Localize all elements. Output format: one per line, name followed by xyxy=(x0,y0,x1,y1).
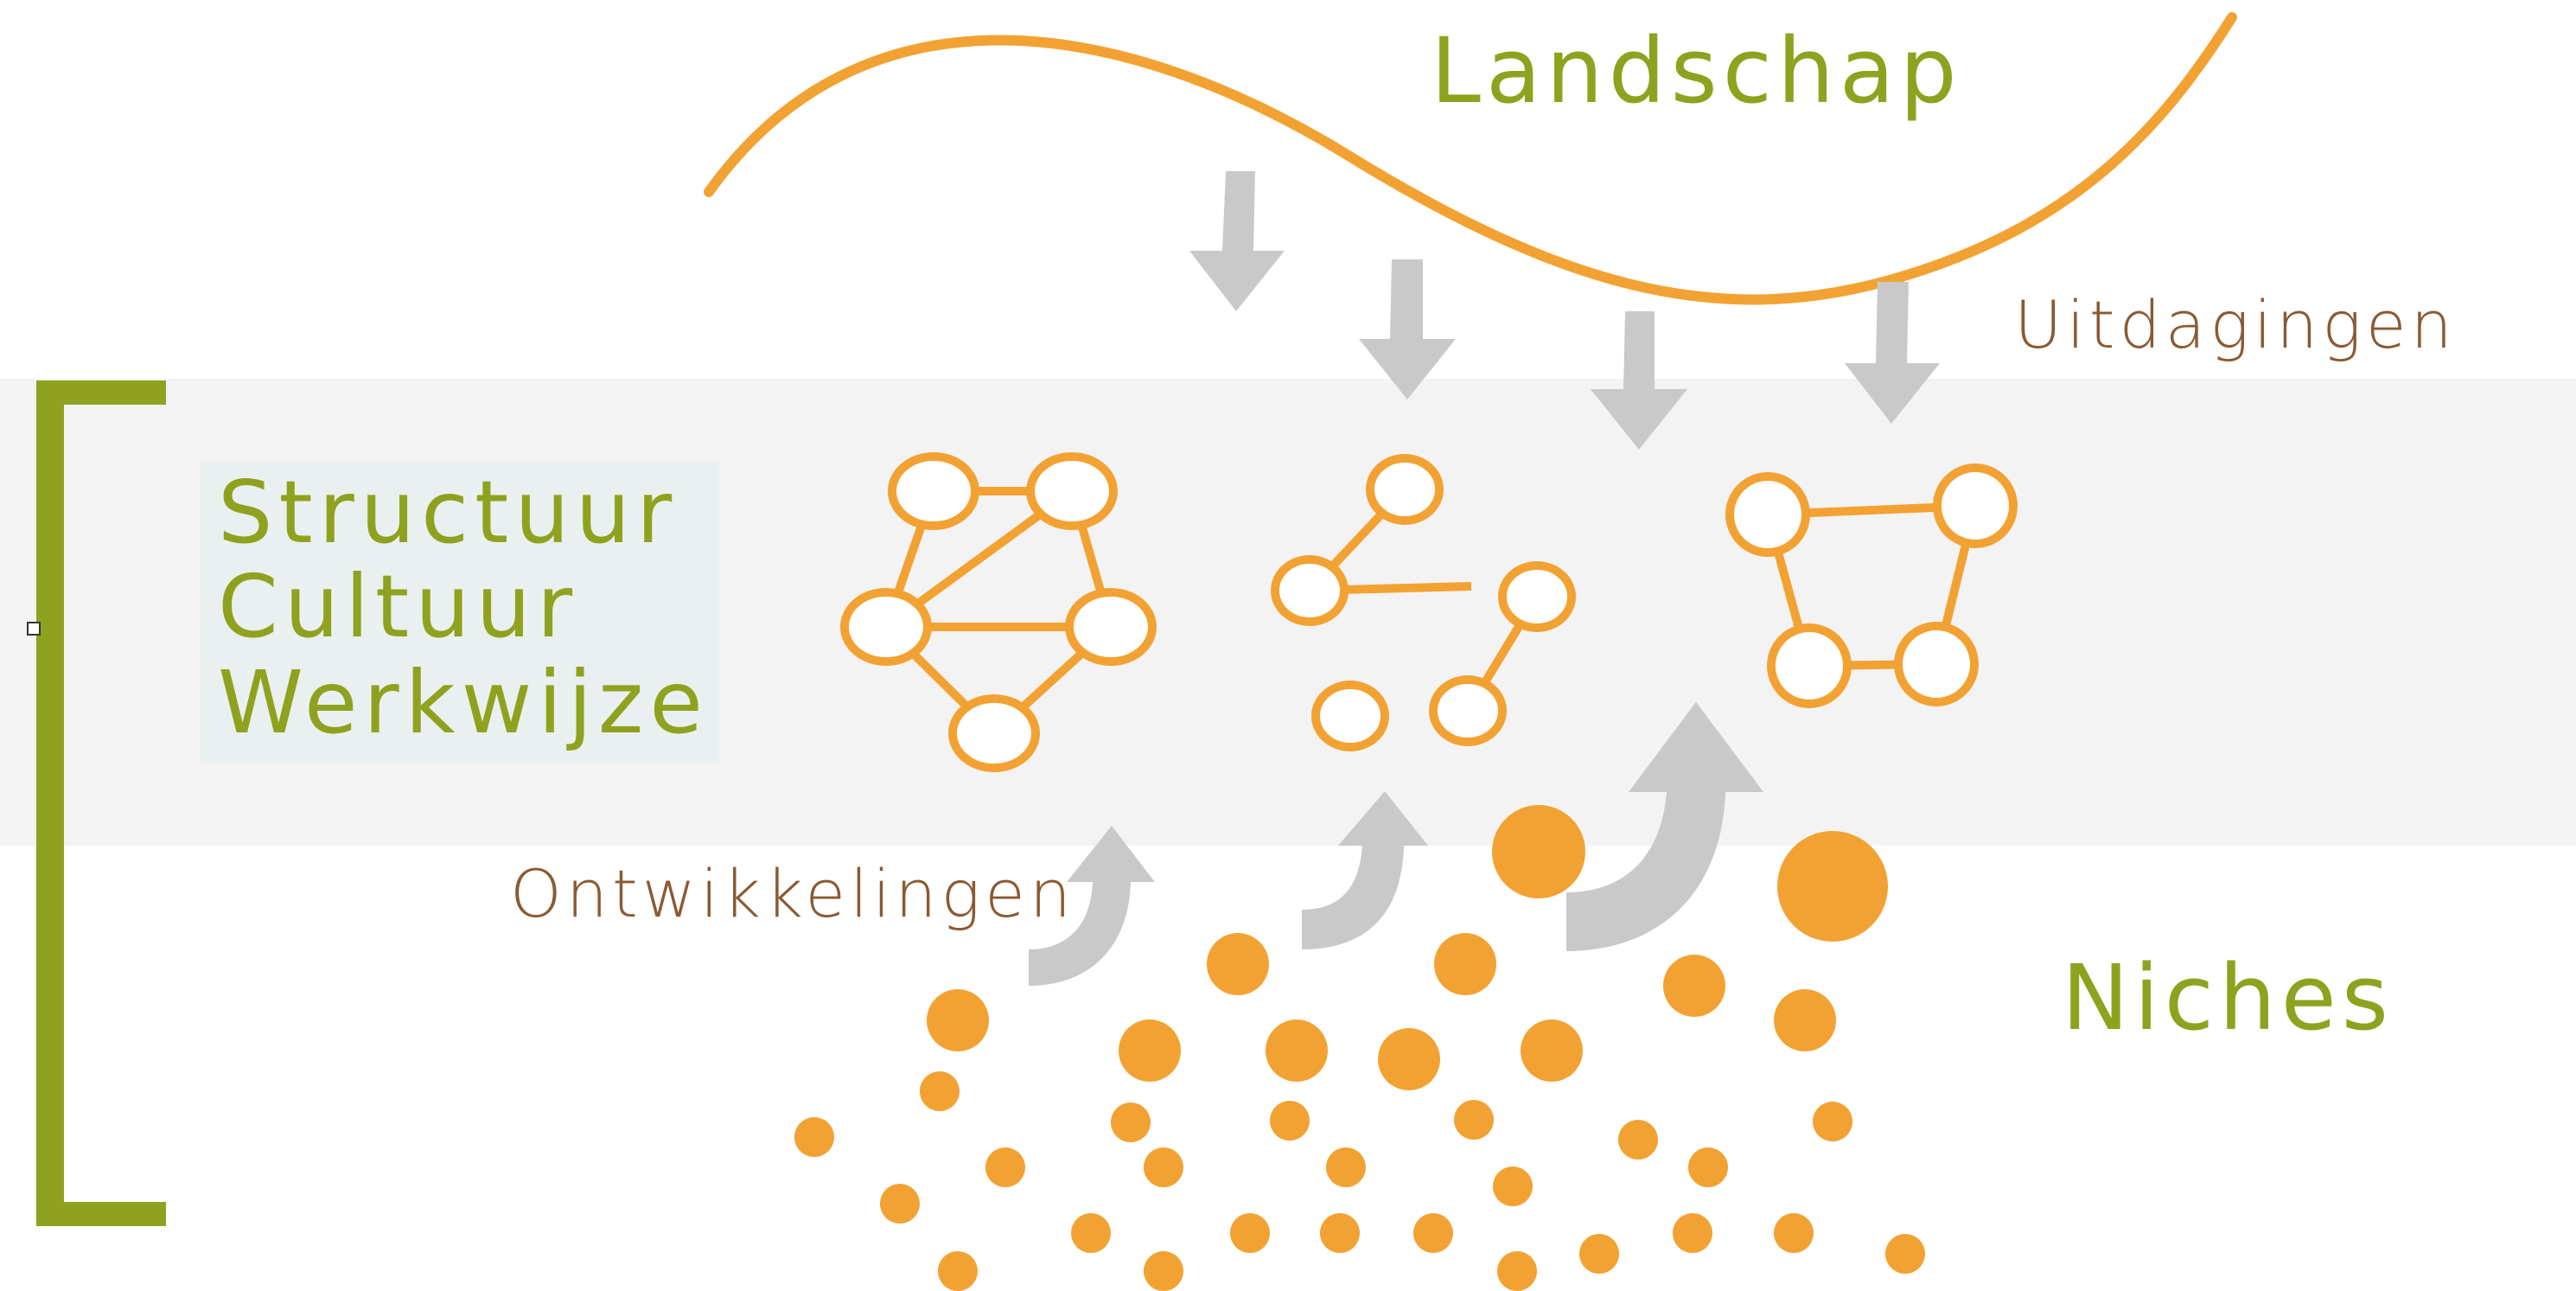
scope-bracket xyxy=(36,380,166,1226)
network-square-icon xyxy=(1725,463,2018,708)
up-curved-arrow-icon xyxy=(1029,702,1763,986)
challenges-label: Uitdagingen xyxy=(2014,286,2457,363)
landscape-wave xyxy=(704,12,2237,305)
niches-label: Niches xyxy=(2062,945,2394,1051)
regime-label-structure: Structuur xyxy=(218,462,679,563)
developments-label: Ontwikkelingen xyxy=(510,855,1076,932)
resize-handle[interactable] xyxy=(27,622,41,636)
landscape-label: Landschap xyxy=(1431,18,1962,124)
regime-label-culture: Cultuur xyxy=(218,556,579,657)
network-cluster-icon xyxy=(840,452,1157,772)
down-arrow-icon xyxy=(1189,171,1940,450)
regime-label-box xyxy=(201,463,719,764)
regime-label-practice: Werkwijze xyxy=(218,652,709,753)
network-fragments-icon xyxy=(1271,454,1576,751)
niche-dot-icon xyxy=(794,805,1925,1291)
